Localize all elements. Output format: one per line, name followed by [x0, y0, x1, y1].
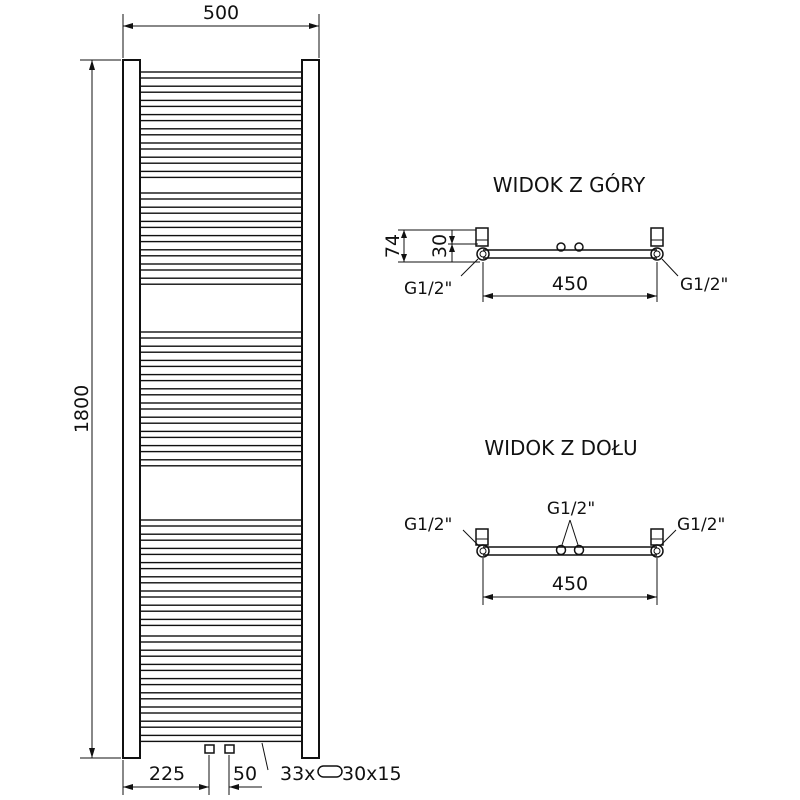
bottom-left-connection	[476, 544, 490, 558]
rung	[139, 192, 303, 200]
bottom-connector-left	[204, 744, 215, 754]
rung	[139, 373, 303, 382]
rung	[139, 249, 303, 257]
rung	[139, 277, 303, 285]
tubes-count-label: 33x	[280, 763, 315, 785]
rung	[139, 576, 303, 584]
rung	[139, 220, 303, 229]
rung	[139, 99, 303, 108]
rung	[139, 635, 303, 643]
rung	[139, 720, 303, 728]
bottom-left-connection-label: G1/2"	[404, 515, 452, 535]
rung	[139, 156, 303, 164]
rung	[139, 533, 303, 541]
spacing-label: 50	[233, 763, 257, 785]
width-label: 500	[203, 2, 239, 24]
top-left-connection-label: G1/2"	[404, 279, 452, 299]
top-view: WIDOK Z GÓRY 74 30 G1/2" G1/2	[382, 173, 728, 302]
rung	[139, 604, 303, 612]
width-dimension: 500	[122, 2, 320, 58]
right-rail	[301, 59, 320, 759]
front-view: 500 1800 225 50 33x	[71, 2, 402, 795]
top-right-connection	[650, 247, 664, 261]
rung	[139, 331, 303, 339]
bottom-connector-right	[224, 744, 235, 754]
rung	[139, 459, 303, 467]
rung	[139, 618, 303, 627]
rung	[139, 677, 303, 686]
rung	[139, 706, 303, 714]
rung	[139, 590, 303, 598]
rung	[139, 142, 303, 150]
top-left-valve	[475, 227, 489, 247]
bottom-center-connection-right	[573, 544, 585, 556]
bottom-right-valve	[650, 528, 664, 546]
rung	[139, 402, 303, 410]
rungs	[139, 71, 303, 743]
rung	[139, 649, 303, 657]
bottom-view-title: WIDOK Z DOŁU	[484, 436, 637, 460]
height-dimension: 1800	[71, 59, 121, 759]
rung	[139, 561, 303, 570]
bottom-left-valve	[475, 528, 489, 546]
top-offset-label: 30	[429, 234, 451, 258]
rung	[139, 113, 303, 122]
bottom-dimensions: 225 50 33x 30x15	[122, 742, 402, 795]
top-view-title: WIDOK Z GÓRY	[493, 173, 646, 197]
top-right-connection-label: G1/2"	[680, 275, 728, 295]
rung	[139, 444, 303, 453]
rung	[139, 345, 303, 353]
bottom-center-connection-label: G1/2"	[547, 499, 595, 519]
bottom-center-connection-left	[555, 544, 567, 556]
rung	[139, 359, 303, 368]
bottom-right-connection-label: G1/2"	[677, 515, 725, 535]
rung	[139, 170, 303, 179]
left-rail	[122, 59, 141, 759]
rung	[139, 85, 303, 93]
rung	[139, 71, 303, 79]
bottom-right-connection	[650, 544, 664, 558]
rung	[139, 388, 303, 396]
rung	[139, 663, 303, 672]
height-label: 1800	[71, 385, 93, 433]
top-right-valve	[650, 227, 664, 247]
rung	[139, 234, 303, 243]
rung	[139, 430, 303, 439]
bottom-spacing-label: 450	[552, 573, 588, 595]
tube-section-icon	[317, 765, 343, 778]
rung	[139, 734, 303, 743]
rung	[139, 547, 303, 556]
rung	[139, 206, 303, 214]
rung	[139, 263, 303, 271]
top-left-connection	[476, 247, 490, 261]
tube-section-label: 30x15	[342, 763, 402, 785]
rung	[139, 128, 303, 136]
offset-label: 225	[149, 763, 185, 785]
top-depth-label: 74	[382, 234, 404, 258]
rung	[139, 692, 303, 700]
bottom-view: WIDOK Z DOŁU G1/2" G1/2" G1/2" 450	[404, 436, 725, 605]
rung	[139, 416, 303, 424]
rung	[139, 519, 303, 527]
top-spacing-label: 450	[552, 273, 588, 295]
